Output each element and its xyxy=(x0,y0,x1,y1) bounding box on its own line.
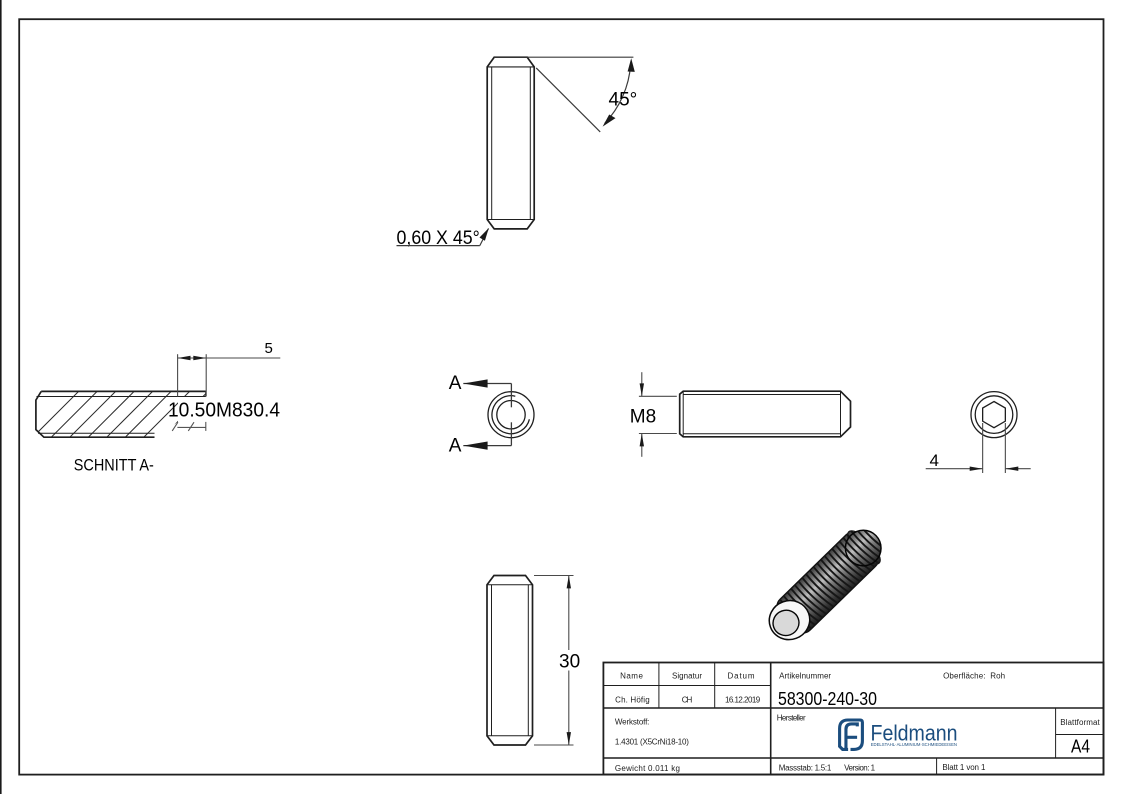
svg-text:Oberfläche: Roh: Oberfläche: Roh xyxy=(943,672,1005,681)
svg-text:0,60 X 45°: 0,60 X 45° xyxy=(397,228,480,249)
svg-text:EDELSTAHL·ALUMINIUM·SCHMIEDEEI: EDELSTAHL·ALUMINIUM·SCHMIEDEEISEN xyxy=(871,742,957,747)
svg-text:Blatt 1 von 1: Blatt 1 von 1 xyxy=(942,763,986,772)
svg-text:5: 5 xyxy=(265,340,273,357)
svg-text:58300-240-30: 58300-240-30 xyxy=(778,688,877,709)
svg-text:1.4301 (X5CrNi18-10): 1.4301 (X5CrNi18-10) xyxy=(615,738,689,747)
svg-text:4: 4 xyxy=(930,451,939,470)
svg-text:Blattformat: Blattformat xyxy=(1060,718,1100,727)
svg-text:CH: CH xyxy=(682,696,693,705)
svg-text:30: 30 xyxy=(559,651,580,672)
svg-text:A: A xyxy=(449,435,462,456)
svg-text:Datum: Datum xyxy=(728,671,755,680)
svg-text:Ch. Höfig: Ch. Höfig xyxy=(615,696,650,705)
svg-text:Name: Name xyxy=(620,671,643,680)
svg-text:A: A xyxy=(449,373,462,394)
svg-text:A4: A4 xyxy=(1071,735,1090,756)
svg-text:Massstab: 1.5:1: Massstab: 1.5:1 xyxy=(779,763,832,772)
svg-text:45°: 45° xyxy=(609,89,638,110)
svg-text:Feldmann: Feldmann xyxy=(871,721,958,746)
svg-text:Werkstoff:: Werkstoff: xyxy=(615,717,650,726)
svg-text:Hersteller: Hersteller xyxy=(777,714,806,723)
svg-text:10.50M830.4: 10.50M830.4 xyxy=(168,400,280,422)
svg-text:SCHNITT A-: SCHNITT A- xyxy=(74,457,154,475)
svg-text:Artikelnummer: Artikelnummer xyxy=(779,672,831,681)
svg-text:16.12.2019: 16.12.2019 xyxy=(725,696,761,705)
svg-text:M8: M8 xyxy=(630,406,656,427)
svg-text:Gewicht 0.011 kg: Gewicht 0.011 kg xyxy=(615,764,680,773)
svg-text:Signatur: Signatur xyxy=(672,671,702,680)
svg-text:Version: 1: Version: 1 xyxy=(844,763,876,772)
